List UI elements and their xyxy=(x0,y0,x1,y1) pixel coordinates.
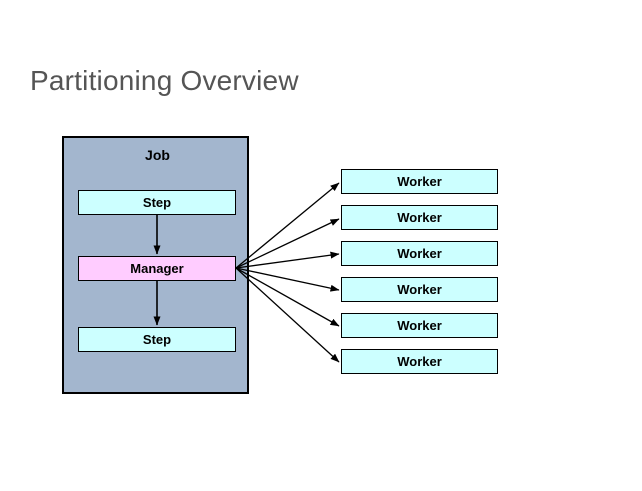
node-step-bottom: Step xyxy=(78,327,236,352)
connector-manager-to-worker-1 xyxy=(235,182,340,269)
node-worker-1: Worker xyxy=(341,169,498,194)
connector-manager-to-worker-5 xyxy=(235,267,340,327)
node-worker-2: Worker xyxy=(341,205,498,230)
node-worker-6: Worker xyxy=(341,349,498,374)
node-worker-3: Worker xyxy=(341,241,498,266)
job-label: Job xyxy=(145,147,170,163)
connector-manager-to-worker-2 xyxy=(235,218,340,269)
page-title: Partitioning Overview xyxy=(30,65,299,96)
connector-manager-to-worker-3 xyxy=(235,251,340,269)
node-worker-4: Worker xyxy=(341,277,498,302)
node-manager: Manager xyxy=(78,256,236,281)
node-step-top: Step xyxy=(78,190,236,215)
node-worker-5: Worker xyxy=(341,313,498,338)
connector-manager-to-worker-6 xyxy=(235,267,340,363)
connector-manager-to-worker-4 xyxy=(235,267,340,292)
